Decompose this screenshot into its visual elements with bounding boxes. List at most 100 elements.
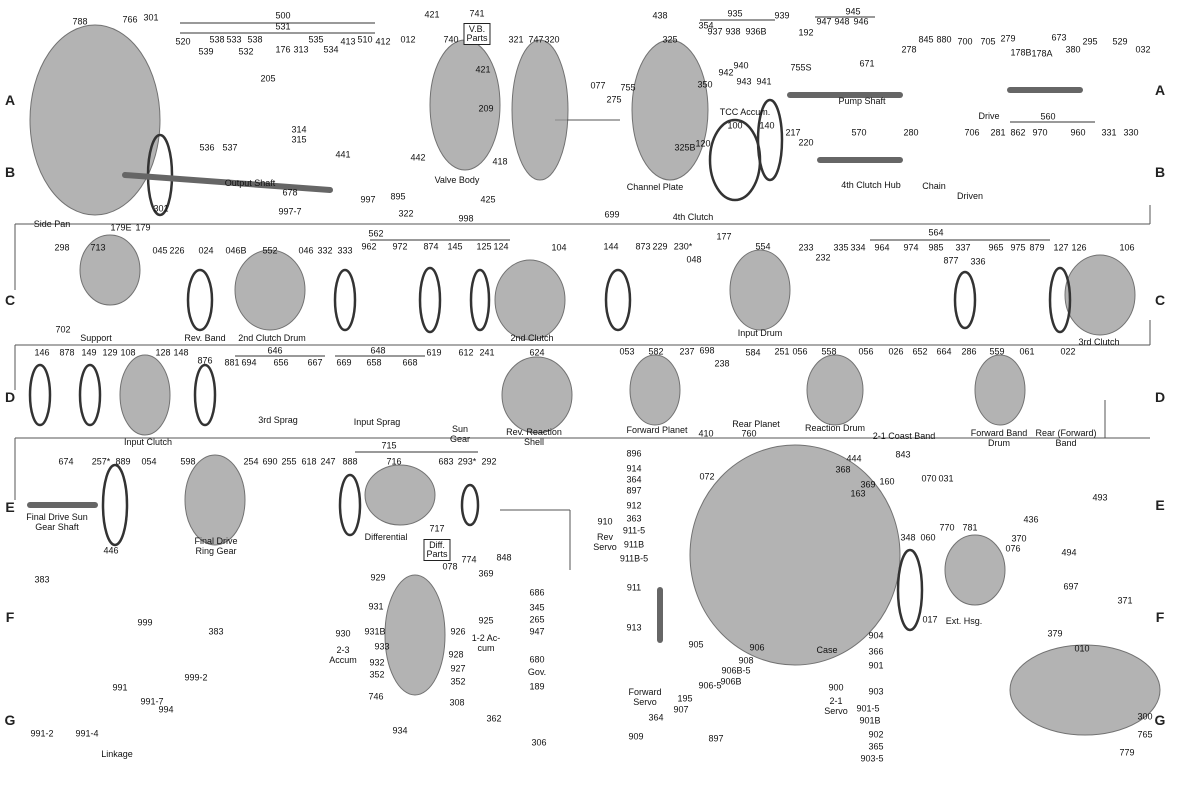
part-number-label: 702 bbox=[55, 324, 71, 335]
part-number-label: 352 bbox=[450, 676, 466, 687]
part-number-label: 907 bbox=[673, 704, 689, 715]
part-number-label: 334 bbox=[850, 242, 866, 253]
part-number-label: 946 bbox=[853, 16, 869, 27]
part-number-label: 535 bbox=[308, 34, 324, 45]
part-number-label: 683 bbox=[438, 456, 454, 467]
part-number-label: 301 bbox=[153, 203, 169, 214]
part-number-label: 930 bbox=[335, 628, 351, 639]
part-number-label: 716 bbox=[386, 456, 402, 467]
part-number-label: 877 bbox=[943, 255, 959, 266]
part-number-label: 379 bbox=[1047, 628, 1063, 639]
part-number-label: 160 bbox=[879, 476, 895, 487]
ring-part bbox=[1048, 266, 1072, 334]
part-number-label: 897 bbox=[626, 485, 642, 496]
part-number-label: 935 bbox=[727, 8, 743, 19]
part-number-label: 520 bbox=[175, 36, 191, 47]
part-name-label: 2-3 Accum bbox=[329, 645, 357, 665]
channel-plate-part bbox=[631, 39, 709, 181]
part-number-label: 306 bbox=[531, 737, 547, 748]
part-number-label: 903 bbox=[868, 686, 884, 697]
final-drive-ring-gear-part bbox=[184, 454, 246, 546]
part-number-label: 779 bbox=[1119, 747, 1135, 758]
part-number-label: 766 bbox=[122, 14, 138, 25]
part-number-label: 217 bbox=[785, 127, 801, 138]
part-name-label: Rev. Reaction Shell bbox=[506, 427, 562, 447]
part-name-label: Side Pan bbox=[33, 219, 71, 229]
part-number-label: 985 bbox=[928, 242, 944, 253]
part-number-label: 364 bbox=[648, 712, 664, 723]
part-number-label: 699 bbox=[604, 209, 620, 220]
part-number-label: 237 bbox=[679, 346, 695, 357]
part-number-label: 901 bbox=[868, 660, 884, 671]
part-number-label: 178B bbox=[1010, 47, 1032, 58]
part-number-label: 901-5 bbox=[856, 703, 880, 714]
part-number-label: 945 bbox=[845, 6, 861, 17]
part-number-label: 442 bbox=[410, 152, 426, 163]
part-number-label: 257* bbox=[91, 456, 111, 467]
part-number-label: 348 bbox=[900, 532, 916, 543]
part-number-label: 072 bbox=[699, 471, 715, 482]
part-number-label: 100 bbox=[727, 120, 743, 131]
ring-part bbox=[338, 473, 362, 537]
ring-part bbox=[186, 268, 214, 332]
part-number-label: 900 bbox=[828, 682, 844, 693]
part-number-label: 700 bbox=[957, 36, 973, 47]
part-number-label: 254 bbox=[243, 456, 259, 467]
part-number-label: 880 bbox=[936, 34, 952, 45]
part-number-label: 584 bbox=[745, 347, 761, 358]
part-number-label: 056 bbox=[792, 346, 808, 357]
part-number-label: 948 bbox=[834, 16, 850, 27]
part-number-label: 129 bbox=[102, 347, 118, 358]
part-number-label: 510 bbox=[357, 34, 373, 45]
part-number-label: 336 bbox=[970, 256, 986, 267]
part-number-label: 926 bbox=[450, 626, 466, 637]
part-number-label: 612 bbox=[458, 347, 474, 358]
part-number-label: 937 bbox=[707, 26, 723, 37]
part-number-label: 046B bbox=[225, 245, 247, 256]
part-number-label: 012 bbox=[400, 34, 416, 45]
part-number-label: 656 bbox=[273, 357, 289, 368]
part-number-label: 991-4 bbox=[75, 728, 99, 739]
part-name-label: Rear (Forward) Band bbox=[1035, 428, 1097, 448]
ring-part bbox=[708, 118, 762, 202]
part-number-label: 354 bbox=[698, 20, 714, 31]
part-number-label: 781 bbox=[962, 522, 978, 533]
part-number-label: 913 bbox=[626, 622, 642, 633]
part-number-label: 226 bbox=[169, 245, 185, 256]
part-number-label: 076 bbox=[1005, 543, 1021, 554]
part-number-label: 301 bbox=[143, 12, 159, 23]
part-number-label: 538 bbox=[247, 34, 263, 45]
part-number-label: 911B-5 bbox=[619, 553, 649, 564]
part-number-label: 845 bbox=[918, 34, 934, 45]
part-number-label: 031 bbox=[938, 473, 954, 484]
part-number-label: 740 bbox=[443, 34, 459, 45]
part-name-label: Final Drive Sun Gear Shaft bbox=[26, 512, 88, 532]
part-number-label: 876 bbox=[197, 355, 213, 366]
part-number-label: 706 bbox=[964, 127, 980, 138]
part-name-label: TCC Accum. bbox=[719, 107, 771, 117]
part-number-label: 947 bbox=[529, 626, 545, 637]
ring-part bbox=[896, 548, 924, 632]
ring-part bbox=[460, 483, 480, 527]
part-number-label: 220 bbox=[798, 137, 814, 148]
differential-carrier-part bbox=[364, 464, 436, 526]
row-letter-right: A bbox=[1154, 82, 1166, 98]
part-number-label: 690 bbox=[262, 456, 278, 467]
part-number-label: 529 bbox=[1112, 36, 1128, 47]
part-number-label: 943 bbox=[736, 76, 752, 87]
part-name-label: Channel Plate bbox=[626, 182, 684, 192]
part-number-label: 106 bbox=[1119, 242, 1135, 253]
part-number-label: 741 bbox=[469, 8, 485, 19]
part-number-label: 322 bbox=[398, 208, 414, 219]
input-drum-part bbox=[729, 249, 791, 331]
part-name-label: Input Drum bbox=[737, 328, 783, 338]
part-number-label: 746 bbox=[368, 691, 384, 702]
pump-support-part bbox=[79, 234, 141, 306]
part-name-label: Input Clutch bbox=[123, 437, 173, 447]
part-number-label: 335 bbox=[833, 242, 849, 253]
part-number-label: 881 bbox=[224, 357, 240, 368]
part-number-label: 010 bbox=[1074, 643, 1090, 654]
part-number-label: 179E bbox=[110, 222, 132, 233]
part-number-label: 120 bbox=[695, 138, 711, 149]
part-number-label: 694 bbox=[241, 357, 257, 368]
